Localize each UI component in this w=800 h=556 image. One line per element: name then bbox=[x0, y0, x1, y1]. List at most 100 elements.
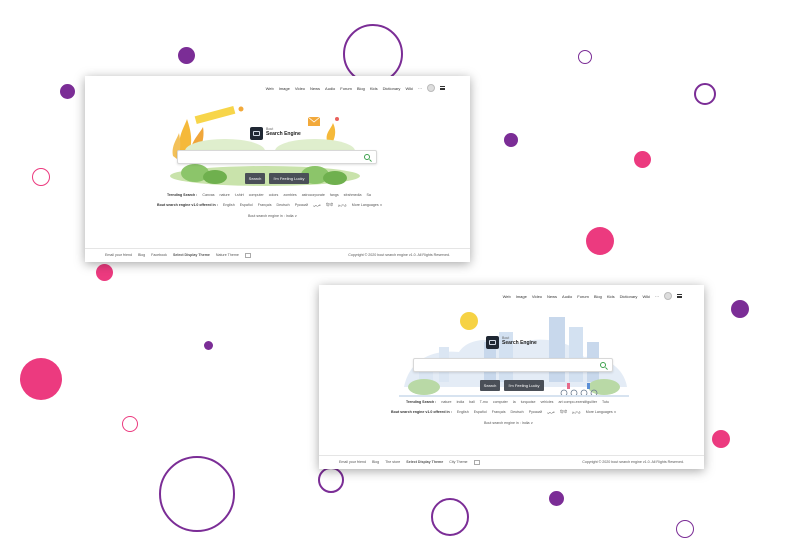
trending-link[interactable]: Canvas bbox=[202, 193, 215, 197]
region-selector[interactable]: Bout search engine in : India ∨ bbox=[248, 214, 298, 218]
nav-blog[interactable]: Blog bbox=[593, 293, 602, 299]
trending-link[interactable]: bali bbox=[469, 400, 475, 404]
footer-link[interactable]: Email your friend bbox=[105, 253, 132, 258]
language-link[interactable]: தமிழ் bbox=[337, 203, 347, 207]
language-link[interactable]: عربي bbox=[313, 203, 322, 207]
feeling-lucky-button[interactable]: I'm Feeling Lucky bbox=[504, 380, 544, 391]
footer: Email your friend Blog Facebook Select D… bbox=[85, 248, 470, 262]
top-nav: Web Image Video News Audio Forum Blog Ki… bbox=[266, 84, 445, 92]
more-languages-link[interactable]: More Languages ∨ bbox=[351, 203, 383, 207]
trending-link[interactable]: colors bbox=[268, 193, 279, 197]
nav-dictionary[interactable]: Dictionary bbox=[619, 293, 638, 299]
nav-kids[interactable]: Kids bbox=[369, 85, 378, 91]
decor-dot bbox=[731, 300, 749, 318]
trending-link[interactable]: india bbox=[456, 400, 465, 404]
search-icon[interactable] bbox=[364, 154, 370, 160]
trending-link[interactable]: astrocorporate bbox=[301, 193, 325, 197]
language-link[interactable]: Русский bbox=[528, 410, 543, 414]
decor-dot bbox=[178, 47, 195, 64]
language-link[interactable]: Français bbox=[491, 410, 506, 414]
trending-link[interactable]: vehicles bbox=[540, 400, 554, 404]
trending-link[interactable]: zombies bbox=[283, 193, 297, 197]
language-link[interactable]: English bbox=[456, 410, 469, 414]
trending-link[interactable]: nature bbox=[441, 400, 452, 404]
nav-news[interactable]: News bbox=[310, 85, 321, 91]
trending-link[interactable]: art compo-exenditguilter bbox=[558, 400, 598, 404]
nav-forum[interactable]: Forum bbox=[340, 85, 352, 91]
nav-image[interactable]: Image bbox=[278, 85, 290, 91]
search-button[interactable]: Search bbox=[245, 173, 265, 184]
trending-link[interactable]: Tutu bbox=[601, 400, 610, 404]
logo-title: Search Engine bbox=[266, 131, 301, 137]
nav-forum[interactable]: Forum bbox=[577, 293, 589, 299]
decor-ring bbox=[676, 520, 694, 538]
trending-link[interactable]: T-mo bbox=[479, 400, 488, 404]
footer-link[interactable]: Email your friend bbox=[339, 460, 366, 465]
nav-more[interactable]: ··· bbox=[655, 293, 659, 299]
chevron-down-icon[interactable] bbox=[244, 253, 251, 258]
nav-web[interactable]: Web bbox=[265, 85, 274, 91]
trending-link[interactable]: Sa bbox=[366, 193, 371, 197]
footer-link[interactable]: Blog bbox=[137, 253, 146, 258]
nav-kids[interactable]: Kids bbox=[606, 293, 615, 299]
decor-ring bbox=[431, 498, 469, 536]
more-languages-link[interactable]: More Languages ∨ bbox=[585, 410, 617, 414]
trending-link[interactable]: turquoise bbox=[520, 400, 536, 404]
footer-link[interactable]: The store bbox=[385, 460, 401, 465]
language-link[interactable]: हिन्दी bbox=[560, 410, 567, 414]
language-link[interactable]: தமிழ் bbox=[571, 410, 581, 414]
language-link[interactable]: Español bbox=[473, 410, 487, 414]
nav-blog[interactable]: Blog bbox=[356, 85, 365, 91]
nav-audio[interactable]: Audio bbox=[325, 85, 336, 91]
theme-select[interactable]: Nature Theme bbox=[215, 253, 239, 258]
theme-select[interactable]: City Theme bbox=[449, 460, 468, 465]
trending-label: Trending Search : bbox=[406, 400, 437, 404]
nav-video[interactable]: Video bbox=[294, 85, 306, 91]
nav-wiki[interactable]: Wiki bbox=[642, 293, 650, 299]
language-row: Bout search engine v1.0 offered in : Eng… bbox=[157, 203, 386, 208]
footer-link[interactable]: Blog bbox=[371, 460, 380, 465]
region-selector[interactable]: Bout search engine in : India ∨ bbox=[484, 421, 534, 425]
language-link[interactable]: Deutsch bbox=[276, 203, 290, 207]
nav-image[interactable]: Image bbox=[515, 293, 527, 299]
search-icon[interactable] bbox=[600, 362, 606, 368]
nav-web[interactable]: Web bbox=[502, 293, 511, 299]
language-link[interactable]: हिन्दी bbox=[326, 203, 333, 207]
trending-link[interactable]: fangs bbox=[329, 193, 339, 197]
nav-more[interactable]: ··· bbox=[418, 85, 422, 91]
avatar[interactable] bbox=[664, 292, 672, 300]
trending-link[interactable]: computer bbox=[248, 193, 264, 197]
screenshot-city-theme: Web Image Video News Audio Forum Blog Ki… bbox=[319, 285, 704, 469]
nav-dictionary[interactable]: Dictionary bbox=[382, 85, 401, 91]
decor-dot bbox=[204, 341, 213, 350]
trending-link[interactable]: nature bbox=[219, 193, 230, 197]
footer-link[interactable]: Facebook bbox=[151, 253, 167, 258]
nav-video[interactable]: Video bbox=[531, 293, 543, 299]
chevron-down-icon[interactable] bbox=[473, 460, 480, 465]
nav-audio[interactable]: Audio bbox=[562, 293, 573, 299]
language-link[interactable]: Español bbox=[239, 203, 253, 207]
trending-link[interactable]: computer bbox=[492, 400, 508, 404]
search-input[interactable] bbox=[413, 358, 613, 372]
nav-news[interactable]: News bbox=[547, 293, 558, 299]
logo-subtitle: Bout bbox=[502, 336, 510, 340]
language-link[interactable]: عربي bbox=[547, 410, 556, 414]
decor-dot bbox=[712, 430, 730, 448]
hamburger-menu-icon[interactable] bbox=[440, 86, 445, 90]
language-link[interactable]: Русский bbox=[294, 203, 309, 207]
search-button[interactable]: Search bbox=[480, 380, 500, 391]
nav-wiki[interactable]: Wiki bbox=[405, 85, 413, 91]
trending-link[interactable]: la bbox=[512, 400, 516, 404]
search-input[interactable] bbox=[177, 150, 377, 164]
trending-link[interactable]: t-shirt bbox=[234, 193, 244, 197]
hamburger-menu-icon[interactable] bbox=[677, 294, 682, 298]
decor-ring bbox=[122, 416, 138, 432]
language-link[interactable]: Français bbox=[257, 203, 272, 207]
language-link[interactable]: English bbox=[222, 203, 235, 207]
avatar[interactable] bbox=[427, 84, 435, 92]
theme-label: Select Display Theme bbox=[406, 460, 444, 465]
offered-label: Bout search engine v1.0 offered in : bbox=[391, 410, 452, 414]
trending-link[interactable]: sfrahmedia bbox=[343, 193, 362, 197]
language-link[interactable]: Deutsch bbox=[510, 410, 524, 414]
feeling-lucky-button[interactable]: I'm Feeling Lucky bbox=[269, 173, 309, 184]
